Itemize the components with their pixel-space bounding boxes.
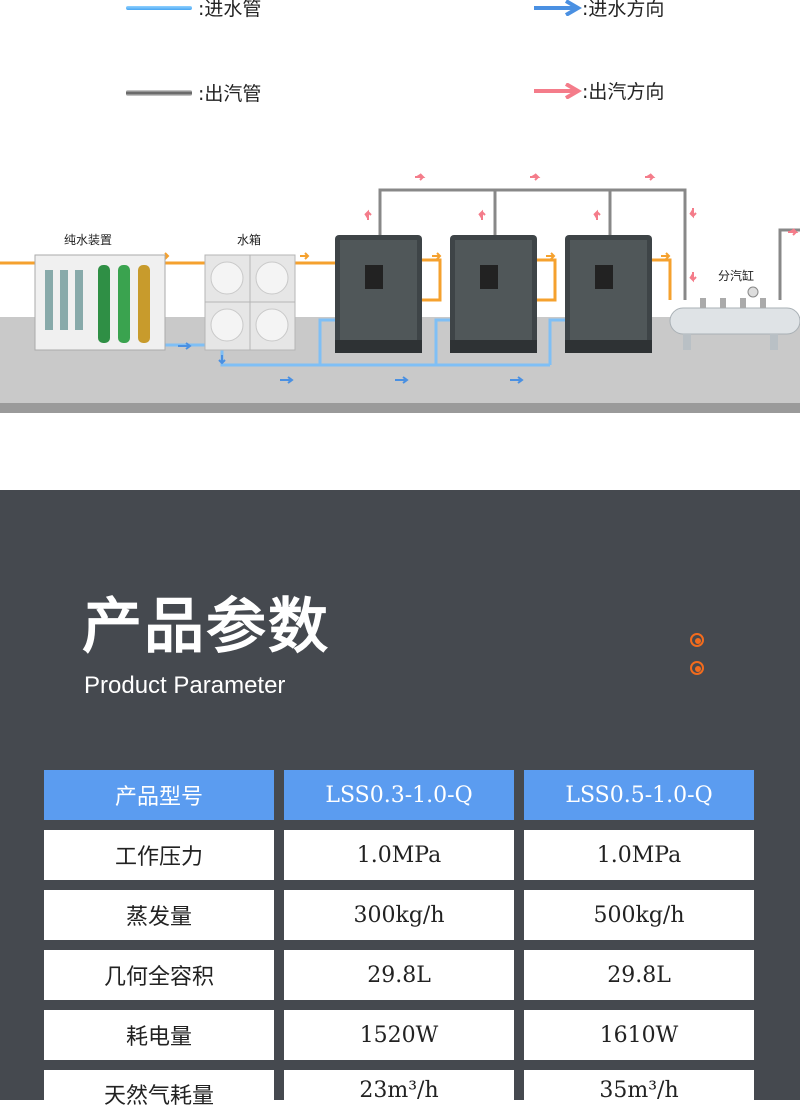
table-cell: 天然气耗量 [44,1070,274,1109]
table-cell: 1610W [524,1010,754,1060]
table-cell: 1.0MPa [284,830,514,880]
table-cell: 1.0MPa [524,830,754,880]
target-dot-icon [690,661,704,675]
parameter-section: 产品参数 Product Parameter 产品型号 LSS0.3-1.0-Q… [0,490,800,1109]
legend-steam-pipe-label: :出汽管 [198,83,262,105]
table-cell: 耗电量 [44,1010,274,1060]
floor-edge [0,403,800,413]
label-pure-water: 纯水装置 [64,233,113,247]
table-header-cell: 产品型号 [44,770,274,820]
table-cell: 几何全容积 [44,950,274,1000]
label-water-tank: 水箱 [237,233,262,247]
legend-water-pipe-label: :进水管 [198,0,262,20]
legend-water-direction-label: :进水方向 [582,0,665,20]
legend-steam-pipe: :出汽管 [126,79,261,106]
table-cell: 1520W [284,1010,514,1060]
table-cell: 300kg/h [284,890,514,940]
table-header-cell: LSS0.3-1.0-Q [284,770,514,820]
water-pipe-swatch [126,5,192,10]
table-header-cell: LSS0.5-1.0-Q [524,770,754,820]
target-dot-icon [690,633,704,647]
pink-arrow-icon [534,82,582,99]
section-title-cn: 产品参数 [82,592,330,662]
table-cell: 29.8L [284,950,514,1000]
legend-steam-direction-label: :出汽方向 [582,81,665,103]
generator-3 [565,235,652,353]
generator-2 [450,235,537,353]
blue-arrow-icon [534,0,582,16]
table-cell: 23m³/h [284,1070,514,1103]
steam-pipe-swatch [126,89,192,96]
section-title-en: Product Parameter [84,672,286,699]
label-steam-header: 分汽缸 [718,269,755,283]
table-cell: 29.8L [524,950,754,1000]
table-cell: 35m³/h [524,1070,754,1103]
generator-1 [335,235,422,353]
table-cell: 500kg/h [524,890,754,940]
table-cell: 蒸发量 [44,890,274,940]
table-cell: 工作压力 [44,830,274,880]
system-diagram [0,173,800,413]
steam-header [669,307,800,335]
legend-water-pipe: :进水管 [126,0,261,21]
legend-steam-direction: :出汽方向 [534,77,664,104]
legend-water-direction: :进水方向 [534,0,664,21]
